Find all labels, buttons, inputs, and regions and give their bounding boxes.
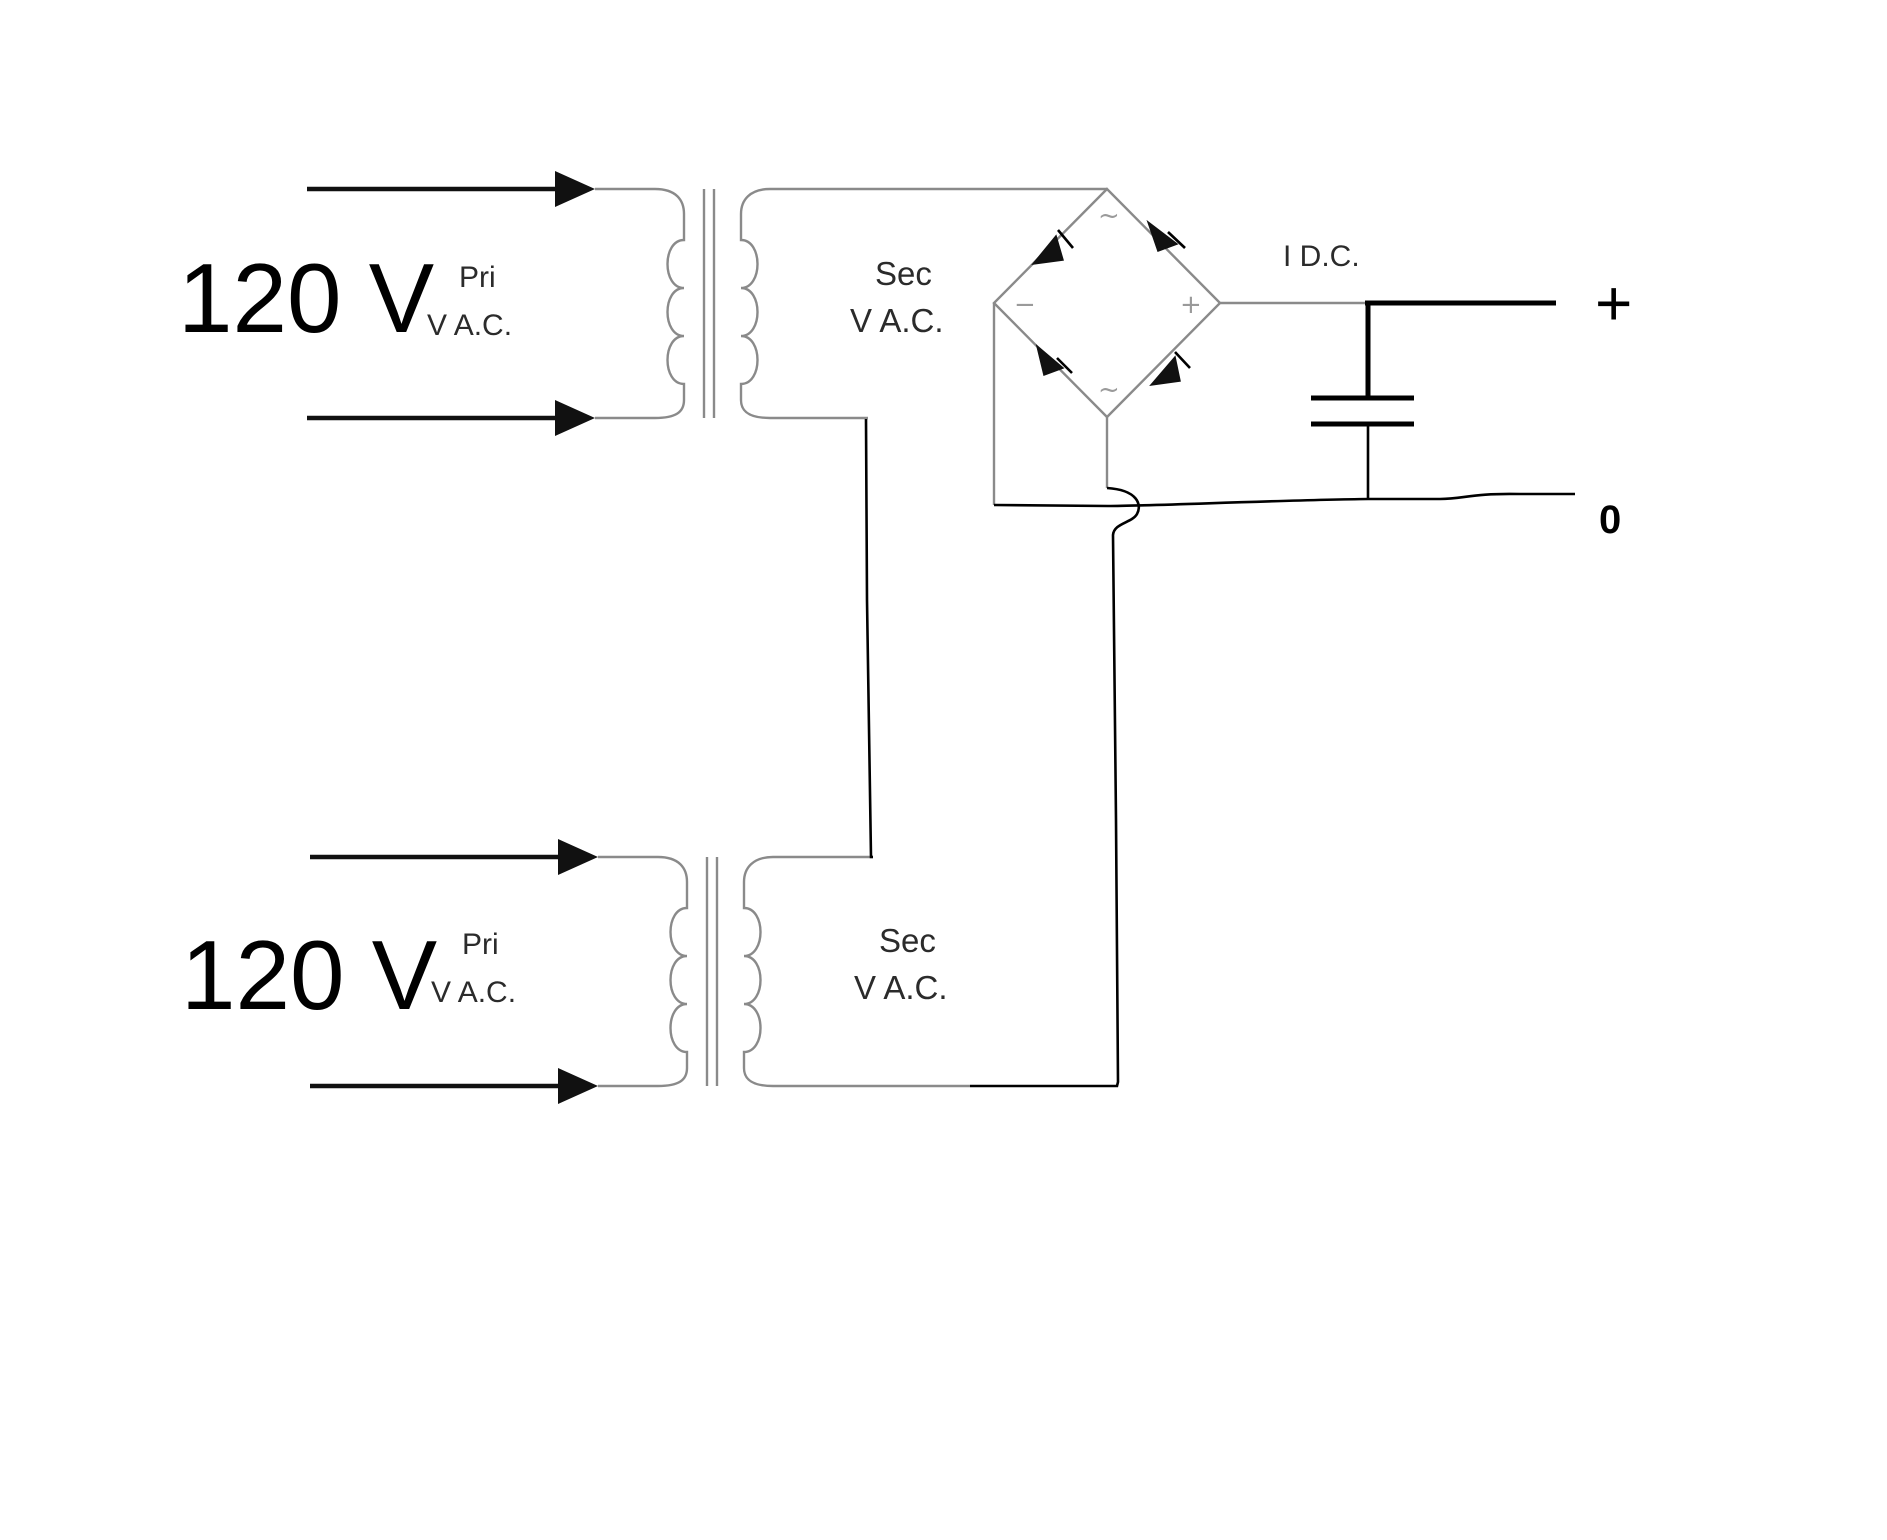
bottom-input-arrowhead-upper (558, 839, 598, 875)
diode-bottom-left (1035, 343, 1065, 376)
top-primary-unit: V A.C. (427, 309, 512, 342)
bridge-ac-mark-top: ~ (1098, 201, 1120, 231)
bottom-primary-winding (598, 855, 689, 1088)
series-link-wire (864, 418, 873, 859)
bridge-ac-mark-bottom: ~ (1098, 375, 1120, 405)
top-secondary-unit: V A.C. (850, 302, 944, 339)
top-secondary-winding (739, 187, 1107, 420)
bridge-plus-mark: + (1180, 290, 1202, 320)
zero-terminal: 0 (1599, 498, 1621, 542)
bottom-secondary-unit: V A.C. (854, 969, 948, 1006)
bottom-input-arrowhead-lower (558, 1068, 598, 1104)
top-input-voltage: 120 V (178, 243, 434, 353)
diode-top-left (1031, 234, 1064, 265)
bottom-secondary-label: Sec (879, 922, 936, 959)
diode-bottom-left-bar (1056, 357, 1073, 374)
crossover-ac-wire (970, 486, 1141, 1088)
top-primary-winding (595, 187, 686, 420)
hand-drawn-wiring: 0 (864, 303, 1621, 1088)
positive-terminal: + (1595, 267, 1632, 339)
top-secondary-label: Sec (875, 255, 932, 292)
diode-top-right (1146, 219, 1179, 252)
bottom-transformer: 120 V Pri V A.C. Sec V A.C. (181, 839, 970, 1104)
bottom-secondary-winding (742, 855, 970, 1088)
bridge-rectifier: ~ ~ − + (992, 187, 1222, 419)
diode-bottom-right-bar (1174, 351, 1191, 369)
bridge-minus-mark: − (1014, 290, 1036, 320)
bottom-input-voltage: 120 V (181, 920, 437, 1030)
top-transformer: 120 V Pri V A.C. Sec V A.C. (178, 171, 1107, 436)
top-input-arrowhead-upper (555, 171, 595, 207)
current-label: I D.C. (1283, 240, 1360, 273)
diode-top-right-bar (1167, 231, 1186, 249)
diode-top-left-bar (1057, 229, 1074, 249)
ground-return-wire (993, 492, 1575, 508)
top-input-arrowhead-lower (555, 400, 595, 436)
bottom-primary-label: Pri (462, 928, 499, 961)
bottom-primary-unit: V A.C. (431, 976, 516, 1009)
diode-bottom-right (1149, 355, 1181, 387)
output-stage: I D.C. + (1220, 240, 1632, 499)
top-primary-label: Pri (459, 261, 496, 294)
